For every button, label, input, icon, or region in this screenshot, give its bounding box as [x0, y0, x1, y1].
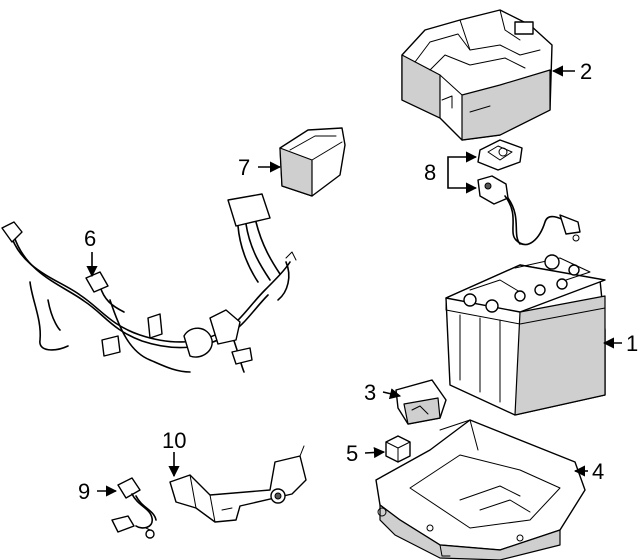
- part-5-nut: [385, 435, 411, 463]
- part-9-ground-strap: [111, 477, 157, 539]
- part-2-battery-cover: [401, 9, 553, 141]
- callout-10: 10: [162, 428, 186, 453]
- part-6-wiring-harness: [1, 193, 297, 373]
- part-10-hold-down-bracket: [169, 445, 307, 523]
- part-3-bracket: [395, 379, 447, 425]
- part-1-battery: [445, 254, 606, 416]
- part-8-terminal-cable: [477, 139, 581, 246]
- callout-8: 8: [424, 160, 436, 185]
- callout-1: 1: [626, 331, 638, 356]
- callout-5: 5: [346, 441, 358, 466]
- part-7-fuse-cover: [279, 127, 346, 197]
- callout-4: 4: [592, 459, 604, 484]
- callout-7: 7: [238, 155, 250, 180]
- callout-labels: 2 1 3 4 5 6 7 8 9 10: [78, 59, 638, 504]
- callout-2: 2: [580, 59, 592, 84]
- callout-leaders: [86, 65, 622, 497]
- callout-3: 3: [364, 380, 376, 405]
- callout-6: 6: [84, 226, 96, 251]
- part-4-battery-tray: [375, 419, 586, 560]
- callout-9: 9: [78, 479, 90, 504]
